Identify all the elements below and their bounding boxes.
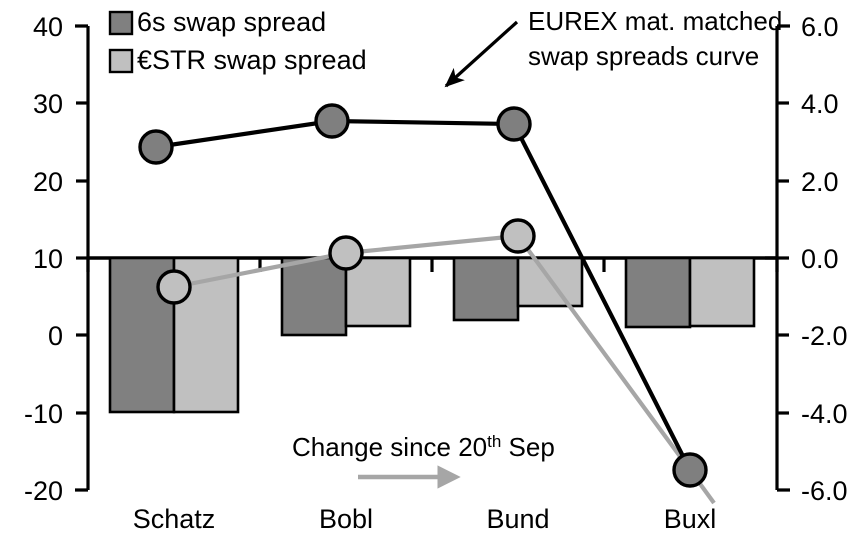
change-callout-text: Change since 20th Sep <box>292 432 555 462</box>
legend-item-estr[interactable]: €STR swap spread <box>108 45 367 75</box>
category-label-bobl: Bobl <box>319 504 373 534</box>
series-eurex-curve <box>138 103 708 488</box>
left-axis-tick-2: 20 <box>33 167 63 197</box>
category-label-buxl: Buxl <box>664 504 717 534</box>
annotation-eurex-callout: EUREX mat. matched swap spreads curve <box>444 6 782 88</box>
bar-6s-bund[interactable] <box>452 256 520 322</box>
black-marker-buxl[interactable] <box>672 452 708 488</box>
left-axis-tick-0: 40 <box>33 12 63 42</box>
chart-legend: 6s swap spread €STR swap spread <box>108 7 367 75</box>
black-marker-bund[interactable] <box>496 106 532 142</box>
series-change-since-sep <box>156 218 716 505</box>
grey-series-polyline <box>173 233 692 472</box>
legend-swatch-6s-icon <box>108 10 134 36</box>
right-axis-tick-2: 2.0 <box>801 167 839 197</box>
black-series-polyline <box>155 118 692 471</box>
left-axis-tick-1: 30 <box>33 89 63 119</box>
right-axis-tick-4: -2.0 <box>801 321 848 351</box>
bar-6s-bobl[interactable] <box>280 256 348 337</box>
legend-label-6s: 6s swap spread <box>137 7 326 37</box>
right-axis-tick-0: 6.0 <box>801 12 839 42</box>
category-label-schatz: Schatz <box>133 504 216 534</box>
grey-marker-schatz[interactable] <box>156 269 192 305</box>
category-label-bund: Bund <box>486 504 549 534</box>
legend-swatch-estr-icon <box>108 48 134 74</box>
grey-marker-bobl[interactable] <box>328 235 364 271</box>
x-axis-category-labels: Schatz Bobl Bund Buxl <box>133 504 717 534</box>
grey-marker-bund[interactable] <box>500 218 536 254</box>
change-callout-suffix: Sep <box>501 432 555 462</box>
right-axis-tick-3: 0.0 <box>801 244 839 274</box>
left-axis: 40 30 20 10 0 -10 -20 <box>24 12 90 506</box>
left-axis-tick-6: -20 <box>24 476 63 506</box>
bar-group-schatz <box>108 256 240 414</box>
bar-group-bobl <box>280 256 412 337</box>
bar-group-buxl <box>624 256 756 329</box>
legend-label-estr: €STR swap spread <box>137 45 367 75</box>
left-axis-tick-3: 10 <box>33 244 63 274</box>
bar-group-bund <box>452 256 584 322</box>
callout-arrow-icon <box>444 20 519 88</box>
right-axis: 6.0 4.0 2.0 0.0 -2.0 -4.0 -6.0 <box>765 12 848 506</box>
right-axis-tick-6: -6.0 <box>801 476 848 506</box>
annotation-change-since-sep: Change since 20th Sep <box>292 432 555 489</box>
bar-estr-bobl[interactable] <box>344 256 412 328</box>
legend-item-6s[interactable]: 6s swap spread <box>108 7 326 37</box>
black-marker-bobl[interactable] <box>314 103 350 139</box>
right-axis-tick-5: -4.0 <box>801 399 848 429</box>
left-axis-tick-4: 0 <box>48 321 63 351</box>
black-marker-schatz[interactable] <box>138 129 174 165</box>
right-axis-tick-1: 4.0 <box>801 89 839 119</box>
callout-text-line-2: swap spreads curve <box>528 41 759 71</box>
callout-text-line-1: EUREX mat. matched <box>528 6 782 36</box>
change-callout-superscript: th <box>487 432 501 451</box>
bar-estr-buxl[interactable] <box>688 256 756 328</box>
bar-6s-buxl[interactable] <box>624 256 692 329</box>
change-callout-main: Change since 20 <box>292 432 487 462</box>
left-axis-tick-5: -10 <box>24 399 63 429</box>
